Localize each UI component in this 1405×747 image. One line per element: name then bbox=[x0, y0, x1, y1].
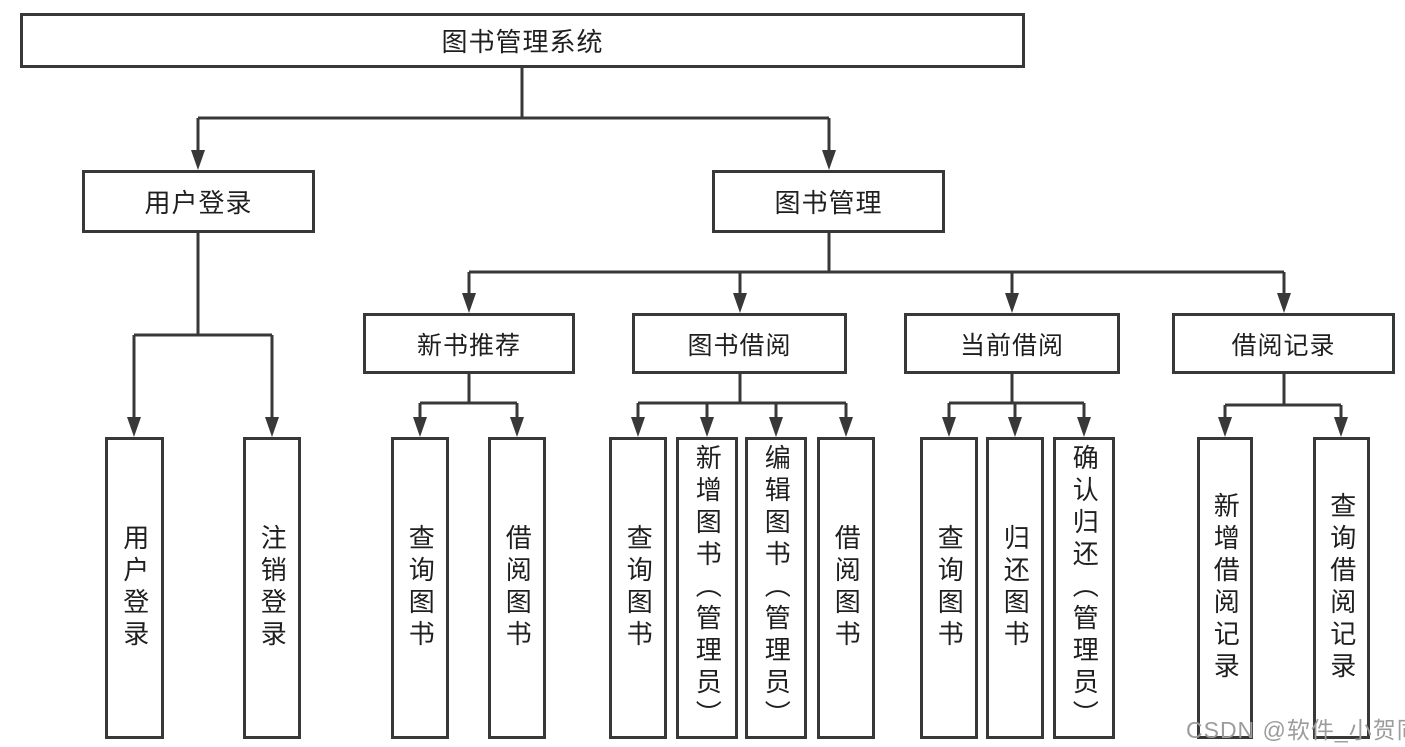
node-label: 借阅图书 bbox=[831, 524, 862, 652]
leaf-return-books: 归还图书 bbox=[986, 437, 1044, 739]
leaf-edit-books-admin: 编辑图书（管理员） bbox=[745, 437, 807, 739]
node-label: 借阅图书 bbox=[502, 524, 533, 652]
node-library-management-system: 图书管理系统 bbox=[20, 13, 1025, 68]
node-label: 图书借阅 bbox=[687, 331, 792, 360]
leaf-user-login: 用户登录 bbox=[105, 437, 164, 739]
node-label: 编辑图书（管理员） bbox=[761, 444, 792, 732]
leaf-logout: 注销登录 bbox=[243, 437, 301, 739]
node-label: 归还图书 bbox=[1000, 524, 1031, 652]
node-book-management: 图书管理 bbox=[712, 170, 945, 233]
leaf-add-books-admin: 新增图书（管理员） bbox=[676, 437, 738, 739]
node-label: 当前借阅 bbox=[959, 331, 1064, 360]
node-borrow-records: 借阅记录 bbox=[1172, 313, 1395, 374]
leaf-query-books-recommend: 查询图书 bbox=[391, 437, 449, 739]
node-label: 查询图书 bbox=[934, 524, 965, 652]
node-label: 查询借阅记录 bbox=[1326, 492, 1357, 684]
node-label: 用户登录 bbox=[144, 188, 253, 218]
node-label: 确认归还（管理员） bbox=[1069, 444, 1100, 732]
connector-user-login-children bbox=[132, 233, 274, 419]
leaf-query-books-current: 查询图书 bbox=[920, 437, 978, 739]
csdn-watermark: CSDN @软件_小贺同学 bbox=[1186, 717, 1405, 743]
node-current-borrow: 当前借阅 bbox=[904, 313, 1120, 374]
connector-root-to-level2 bbox=[196, 68, 831, 152]
node-new-book-recommend: 新书推荐 bbox=[363, 313, 575, 374]
node-label: 查询图书 bbox=[405, 524, 436, 652]
connector-current-borrow-children bbox=[947, 374, 1086, 419]
connector-borrow-record-children bbox=[1223, 374, 1343, 419]
leaf-query-books-borrow: 查询图书 bbox=[609, 437, 667, 739]
leaf-borrow-books-recommend: 借阅图书 bbox=[488, 437, 546, 739]
leaf-query-borrow-record: 查询借阅记录 bbox=[1313, 437, 1370, 739]
node-book-borrow: 图书借阅 bbox=[632, 313, 847, 374]
node-label: 注销登录 bbox=[257, 524, 288, 652]
arrowheads bbox=[127, 150, 1348, 437]
node-label: 借阅记录 bbox=[1231, 331, 1336, 360]
leaf-confirm-return-admin: 确认归还（管理员） bbox=[1053, 437, 1115, 739]
connector-book-management-children bbox=[467, 233, 1286, 295]
node-label: 新书推荐 bbox=[416, 331, 521, 360]
connector-book-borrow-children bbox=[636, 374, 848, 419]
node-label: 新增图书（管理员） bbox=[692, 444, 723, 732]
node-label: 查询图书 bbox=[623, 524, 654, 652]
node-label: 图书管理系统 bbox=[441, 27, 604, 57]
node-label: 新增借阅记录 bbox=[1210, 492, 1241, 684]
node-label: 图书管理 bbox=[774, 188, 883, 218]
node-label: 用户登录 bbox=[119, 524, 150, 652]
leaf-borrow-books: 借阅图书 bbox=[817, 437, 875, 739]
node-user-login: 用户登录 bbox=[82, 170, 315, 233]
connector-new-book-children bbox=[418, 374, 519, 419]
leaf-add-borrow-record: 新增借阅记录 bbox=[1197, 437, 1253, 739]
